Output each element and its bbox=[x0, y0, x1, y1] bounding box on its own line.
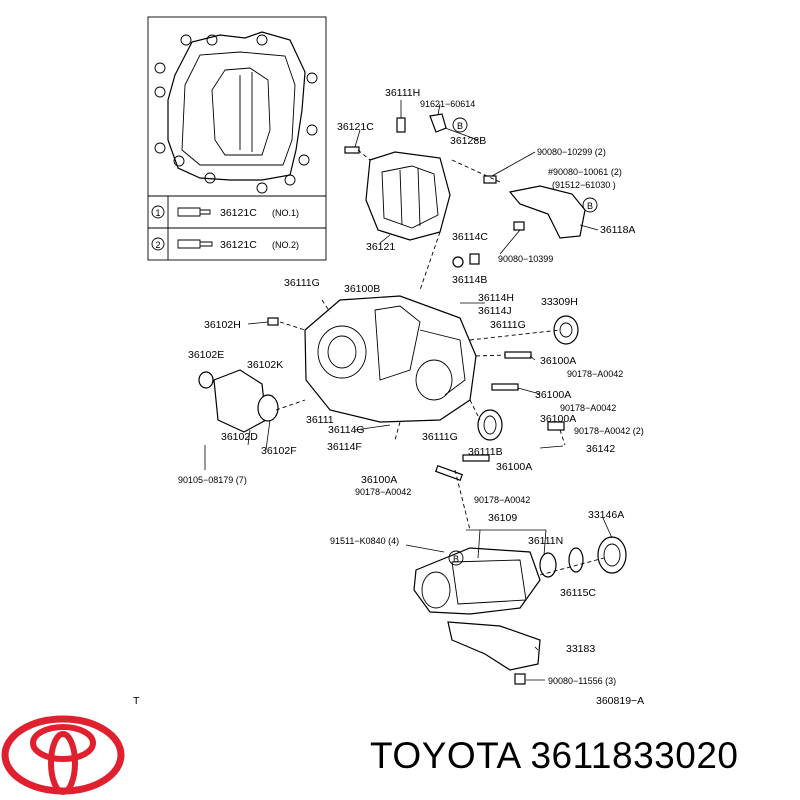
legend-note-1: (NO.1) bbox=[272, 208, 299, 218]
label-36111N: 36111N bbox=[528, 535, 563, 547]
label-36100A-2: 36100A bbox=[535, 389, 571, 401]
label-36111G-mid: 36111G bbox=[490, 319, 526, 331]
inset-callouts bbox=[154, 34, 318, 194]
legend-note-2: (NO.2) bbox=[272, 240, 299, 250]
label-90178-A0042-3: 90178−A0042 (2) bbox=[574, 426, 644, 436]
callout-b-1: B bbox=[457, 121, 463, 131]
legend-mark-1-text: 1 bbox=[155, 208, 160, 218]
label-33146A: 33146A bbox=[588, 509, 624, 521]
label-36100A-5: 36100A bbox=[361, 474, 397, 486]
label-36114J: 36114J bbox=[478, 305, 512, 317]
label-36114H: 36114H bbox=[478, 292, 514, 304]
legend-mark-2-text: 2 bbox=[155, 240, 160, 250]
label-90178-A0042-2: 90178−A0042 bbox=[560, 403, 616, 413]
label-36109: 36109 bbox=[488, 512, 517, 524]
label-36121: 36121 bbox=[366, 241, 395, 253]
label-90080-10399: 90080−10399 bbox=[498, 254, 553, 264]
label-36121C: 36121C bbox=[337, 121, 374, 133]
label-36111: 36111 bbox=[306, 414, 334, 426]
label-90178-A0042-4: 90178−A0042 bbox=[355, 487, 411, 497]
leader-lines bbox=[204, 103, 613, 681]
label-36111H: 36111H bbox=[385, 87, 420, 99]
legend-mark-2 bbox=[151, 237, 165, 251]
label-T: T bbox=[133, 695, 140, 707]
callout-b-2: B bbox=[587, 201, 593, 211]
toyota-logo-icon bbox=[1, 715, 125, 795]
label-90080-10299: 90080−10299 (2) bbox=[537, 147, 606, 157]
label-90178-A0042-5: 90178−A0042 bbox=[474, 495, 530, 505]
label-36102K: 36102K bbox=[247, 359, 283, 371]
label-36114B: 36114B bbox=[452, 274, 487, 286]
label-33309H: 33309H bbox=[541, 296, 578, 308]
label-36102E: 36102E bbox=[188, 349, 224, 361]
label-36111G-low: 36111G bbox=[422, 431, 458, 443]
part-labels: 36111H 91621−60614 36121C 36128B 90080−1… bbox=[133, 87, 644, 707]
label-90080-10061: #90080−10061 (2) bbox=[548, 167, 622, 177]
label-90178-A0042-1: 90178−A0042 bbox=[567, 369, 623, 379]
label-36102H: 36102H bbox=[204, 319, 241, 331]
brand-part-number: TOYOTA 3611833020 bbox=[370, 735, 739, 776]
label-36118A: 36118A bbox=[600, 224, 635, 236]
label-36114G: 36114G bbox=[328, 424, 365, 436]
label-36114F: 36114F bbox=[327, 441, 362, 453]
label-36114C: 36114C bbox=[452, 231, 488, 243]
inset-box: 1 36121C (NO.1) 2 36121C (NO.2) bbox=[147, 16, 327, 261]
label-36100B: 36100B bbox=[344, 283, 380, 295]
legend-part-1: 36121C bbox=[220, 207, 257, 219]
legend-mark-1 bbox=[151, 205, 165, 219]
label-36111G-top: 36111G bbox=[284, 277, 320, 289]
label-36100A-1: 36100A bbox=[540, 355, 576, 367]
label-36111B: 36111B bbox=[468, 446, 503, 458]
callout-b-3: B bbox=[453, 554, 459, 564]
part-drawings bbox=[198, 100, 627, 685]
label-91511-K0840: 91511−K0840 (4) bbox=[330, 536, 399, 546]
label-36100A-4: 36100A bbox=[496, 461, 532, 473]
label-90080-11556: 90080−11556 (3) bbox=[548, 676, 616, 686]
label-36128B: 36128B bbox=[450, 135, 486, 147]
label-91621-60614: 91621−60614 bbox=[420, 99, 475, 109]
label-90105-08179: 90105−08179 (7) bbox=[178, 475, 247, 485]
label-36100A-3: 36100A bbox=[540, 413, 576, 425]
label-36102F: 36102F bbox=[261, 445, 297, 457]
label-91512-61030: (91512−61030 ) bbox=[552, 180, 616, 190]
label-36102D: 36102D bbox=[221, 431, 258, 443]
assembly-lines bbox=[275, 149, 605, 576]
label-33183: 33183 bbox=[566, 643, 595, 655]
label-36142: 36142 bbox=[586, 443, 615, 455]
label-36115C: 36115C bbox=[560, 587, 596, 599]
label-ref: 360819−A bbox=[596, 695, 644, 707]
legend-part-2: 36121C bbox=[220, 239, 257, 251]
